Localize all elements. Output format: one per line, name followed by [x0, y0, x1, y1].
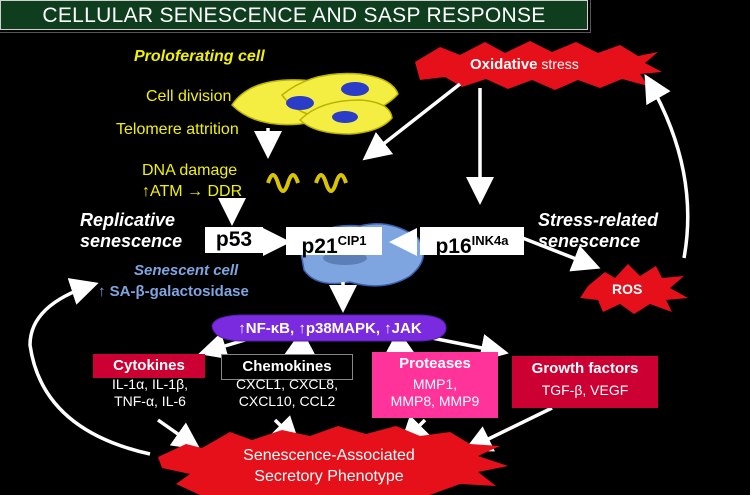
replicative-senescence-label: Replicative senescence	[80, 210, 182, 252]
p16-main: p16	[435, 235, 472, 258]
oxidative-main: Oxidative	[470, 56, 538, 73]
senescent-cell-label: Senescent cell	[134, 262, 239, 279]
oxidative-suffix: stress	[537, 56, 579, 72]
cytokines-list: IL-1α, IL-1β, TNF-α, IL-6	[88, 376, 212, 410]
chemokines-box: Chemokines	[221, 354, 353, 380]
nfkb-label: ↑NF-κB, ↑p38MAPK, ↑JAK	[238, 320, 422, 337]
growth-factors-box: Growth factors TGF-β, VEGF	[512, 356, 658, 408]
ros-label: ROS	[612, 281, 643, 297]
dna-damage-icon	[266, 173, 348, 193]
stress-related-line2: senescence	[538, 231, 641, 251]
p21-sup: CIP1	[337, 233, 367, 248]
cytokines-item: TNF-α, IL-6	[114, 393, 186, 409]
atm-ddr-label: ↑ATM → DDR	[142, 183, 243, 200]
sasp-burst	[158, 426, 508, 495]
oxidative-stress-burst	[415, 41, 662, 90]
sa-beta-gal-label: ↑ SA-β-galactosidase	[98, 283, 249, 300]
page-title: CELLULAR SENESCENCE AND SASP RESPONSE	[0, 0, 591, 33]
sasp-label: Senescence-Associated Secretory Phenotyp…	[200, 445, 458, 487]
oxidative-stress-label: Oxidative stress	[470, 56, 579, 73]
chemokines-item: CXCL1, CXCL8,	[236, 376, 338, 392]
growth-factors-item: TGF-β, VEGF	[541, 382, 629, 398]
telomere-attrition-label: Telomere attrition	[116, 121, 239, 138]
chemokines-list: CXCL1, CXCL8, CXCL10, CCL2	[216, 376, 358, 410]
cytokines-item: IL-1α, IL-1β,	[111, 376, 189, 392]
dna-damage-label: DNA damage	[142, 162, 238, 179]
proteases-item: MMP8, MMP9	[390, 393, 480, 409]
proteases-box: Proteases MMP1, MMP8, MMP9	[372, 352, 498, 418]
stress-related-senescence-label: Stress-related senescence	[538, 210, 658, 252]
replicative-line1: Replicative	[80, 210, 176, 230]
chemokines-item: CXCL10, CCL2	[238, 393, 336, 409]
p21-main: p21	[301, 235, 338, 258]
nfkb-pill	[211, 314, 447, 342]
proteases-item: MMP1,	[412, 376, 458, 392]
proliferating-cell-label: Proloferating cell	[134, 48, 265, 65]
replicative-line2: senescence	[80, 231, 183, 251]
p53-box: p53	[205, 227, 263, 253]
ros-burst	[580, 264, 688, 314]
cytokines-box: Cytokines	[93, 354, 205, 378]
p16-box: p16INK4a	[420, 227, 524, 258]
p21-box: p21CIP1	[286, 227, 382, 258]
p16-sup: INK4a	[471, 233, 509, 248]
proteases-title: Proteases	[399, 355, 471, 372]
sasp-line2: Secretory Phenotype	[254, 468, 404, 485]
proliferating-cells	[231, 72, 399, 135]
cell-division-label: Cell division	[146, 88, 232, 105]
growth-factors-title: Growth factors	[531, 360, 639, 377]
sasp-line1: Senescence-Associated	[243, 447, 415, 464]
stress-related-line1: Stress-related	[538, 210, 659, 230]
